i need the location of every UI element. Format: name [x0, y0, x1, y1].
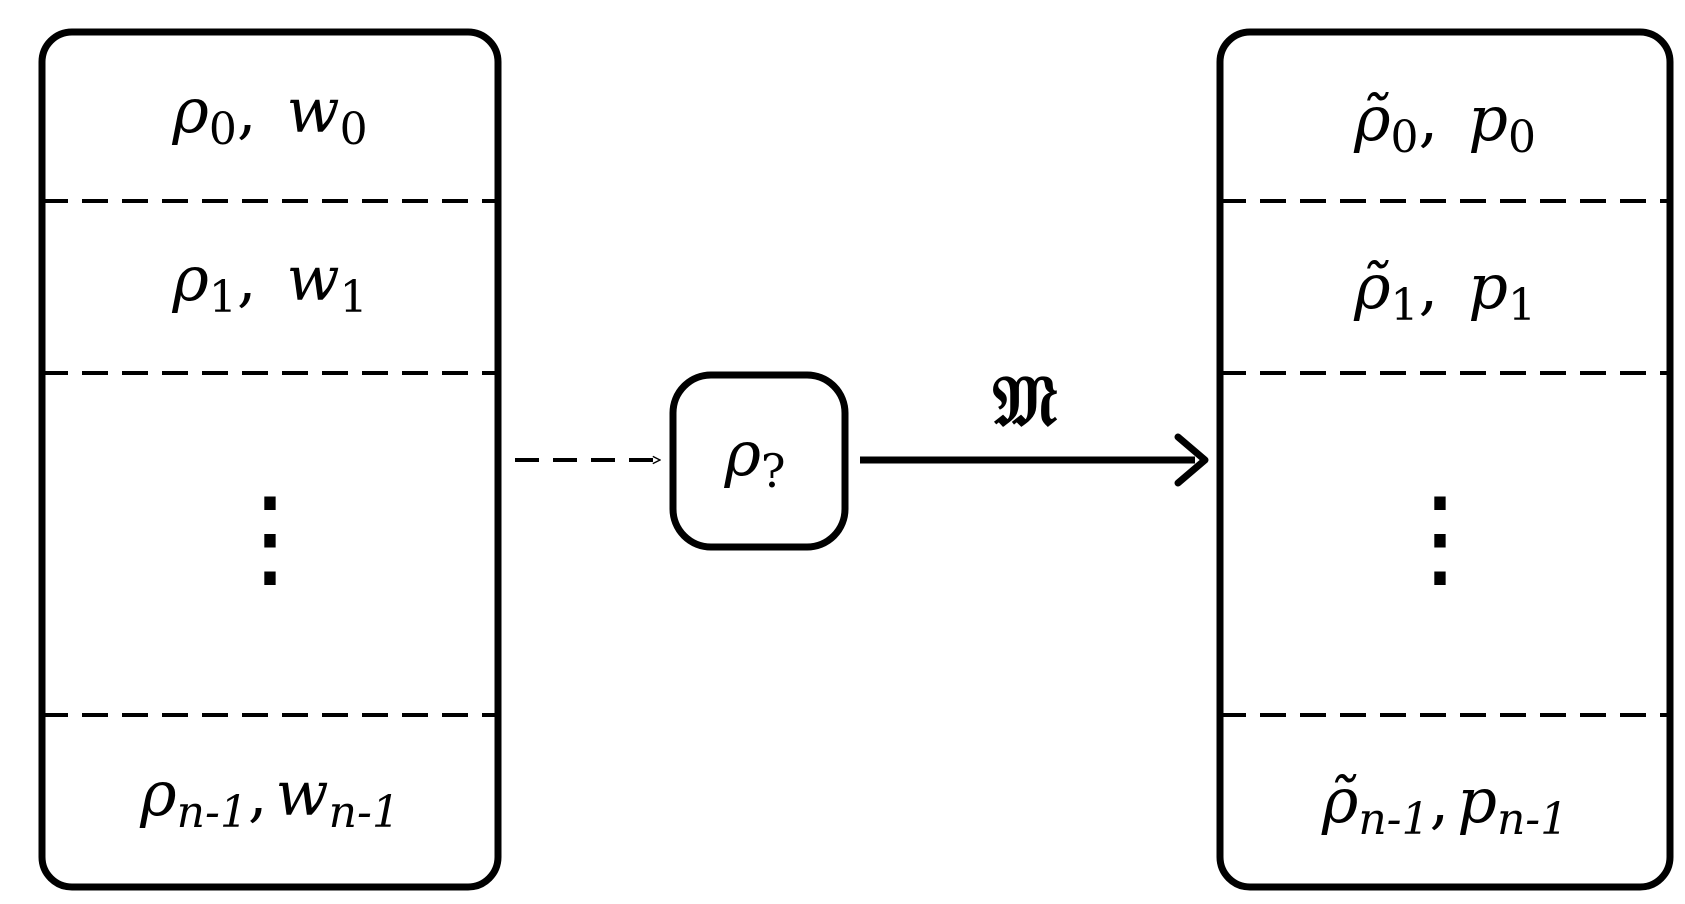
measurement-arrow-head: [1174, 433, 1209, 487]
left-box-frame: [38, 28, 502, 891]
right-ellipsis: ⋮: [1385, 473, 1495, 601]
left-row-1-label: ρ1,w1: [171, 242, 367, 323]
sampled-state-label: ρ?: [723, 417, 785, 498]
measurement-arrow: 𝔐: [860, 359, 1209, 487]
left-ensemble-box: ρ0,w0 ρ1,w1 ⋮ ρn-1,wn-1: [38, 28, 502, 891]
right-row-0-label: ρ̃0,p0: [1353, 82, 1536, 163]
left-row-0-label: ρ0,w0: [171, 74, 367, 155]
measurement-label: 𝔐: [993, 359, 1058, 442]
right-row-1-label: ρ̃1,p1: [1353, 250, 1536, 331]
right-box-frame: [1216, 28, 1674, 891]
left-ellipsis: ⋮: [215, 473, 325, 601]
left-row-last-label: ρn-1,wn-1: [139, 757, 400, 838]
sampled-state-node: ρ?: [669, 371, 849, 551]
right-ensemble-box: ρ̃0,p0 ρ̃1,p1 ⋮ ρ̃n-1,pn-1: [1216, 28, 1674, 891]
right-row-last-label: ρ̃n-1,pn-1: [1321, 764, 1568, 845]
sampled-state-frame: [669, 371, 849, 551]
